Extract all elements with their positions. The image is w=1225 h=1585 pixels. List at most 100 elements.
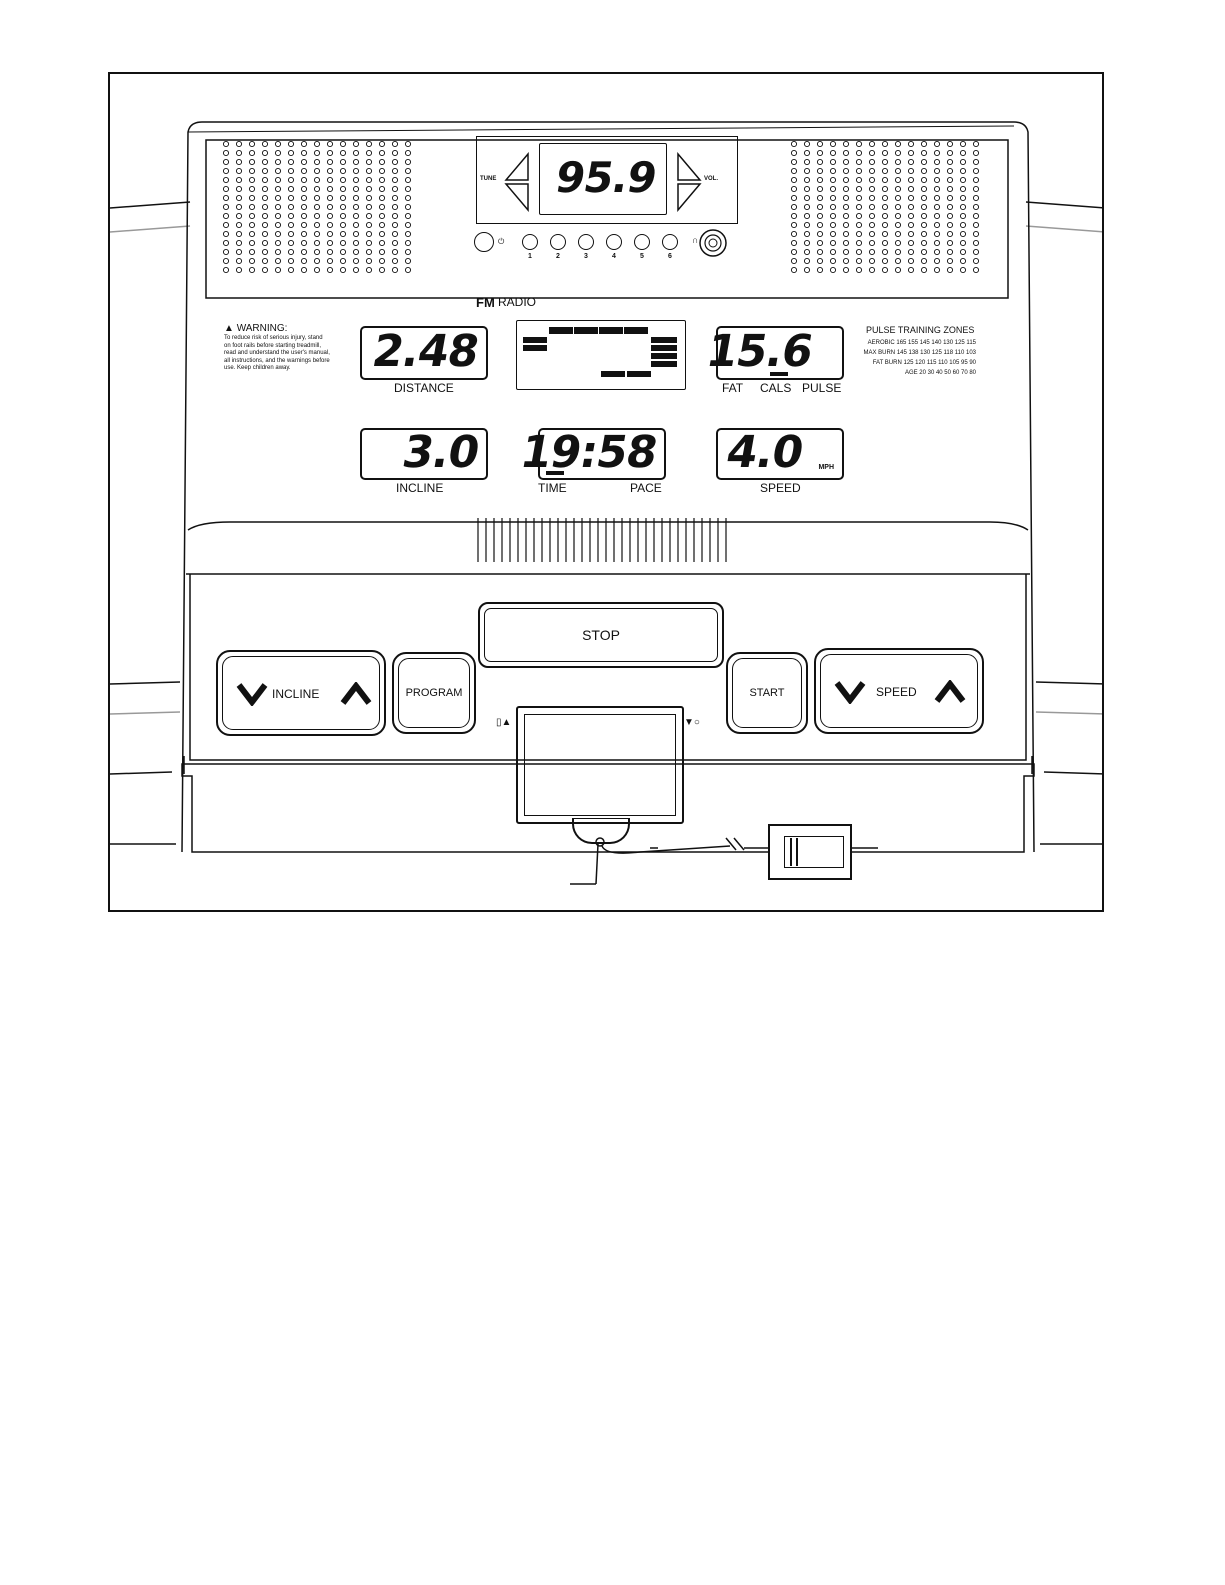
grille-hole bbox=[842, 239, 850, 247]
grille-hole bbox=[868, 158, 876, 166]
grille-hole bbox=[248, 230, 256, 238]
grille-hole bbox=[894, 230, 902, 238]
incline-up-icon[interactable] bbox=[340, 682, 372, 706]
start-button[interactable]: START bbox=[726, 652, 808, 734]
grille-hole bbox=[391, 239, 399, 247]
speed-up-icon[interactable] bbox=[934, 680, 966, 704]
speed-down-icon[interactable] bbox=[834, 680, 866, 704]
grille-hole bbox=[907, 194, 915, 202]
grille-hole bbox=[352, 239, 360, 247]
grille-hole bbox=[378, 212, 386, 220]
grille-hole bbox=[959, 221, 967, 229]
incline-value: 3.0 bbox=[398, 427, 483, 479]
grille-hole bbox=[803, 140, 811, 148]
grille-hole bbox=[920, 185, 928, 193]
grille-hole bbox=[933, 140, 941, 148]
grille-hole bbox=[816, 248, 824, 256]
headphone-jack-icon[interactable] bbox=[698, 228, 728, 258]
grille-hole bbox=[881, 140, 889, 148]
grille-hole bbox=[300, 248, 308, 256]
grille-hole bbox=[881, 266, 889, 274]
radio-preset-button[interactable] bbox=[606, 234, 622, 250]
grille-hole bbox=[352, 149, 360, 157]
grille-hole bbox=[287, 158, 295, 166]
grille-hole bbox=[313, 167, 321, 175]
time-indicator-bar bbox=[546, 471, 564, 475]
warning-block: ▲ WARNING: To reduce risk of serious inj… bbox=[224, 324, 362, 373]
grille-hole bbox=[959, 212, 967, 220]
grille-hole bbox=[339, 248, 347, 256]
grille-hole bbox=[946, 140, 954, 148]
grille-hole bbox=[972, 257, 980, 265]
grille-hole bbox=[235, 257, 243, 265]
radio-preset-button[interactable] bbox=[522, 234, 538, 250]
grille-hole bbox=[972, 230, 980, 238]
tune-arrows-icon[interactable] bbox=[504, 152, 530, 212]
grille-hole bbox=[378, 203, 386, 211]
radio-preset-button[interactable] bbox=[578, 234, 594, 250]
radio-preset-number: 1 bbox=[528, 253, 532, 260]
grille-hole bbox=[287, 185, 295, 193]
grille-hole bbox=[274, 203, 282, 211]
grille-hole bbox=[235, 185, 243, 193]
grille-hole bbox=[868, 221, 876, 229]
grille-hole bbox=[339, 230, 347, 238]
grille-hole bbox=[803, 149, 811, 157]
radio-preset-button[interactable] bbox=[662, 234, 678, 250]
speed-rocker-button[interactable]: SPEED bbox=[814, 648, 984, 734]
grille-hole bbox=[933, 221, 941, 229]
speed-button-label: SPEED bbox=[876, 685, 917, 699]
speed-unit: MPH bbox=[818, 464, 834, 471]
grille-hole bbox=[326, 176, 334, 184]
grille-hole bbox=[326, 266, 334, 274]
grille-hole bbox=[907, 257, 915, 265]
radio-brand-text: RADIO bbox=[498, 295, 537, 309]
grille-hole bbox=[959, 149, 967, 157]
warning-line: use. Keep children away. bbox=[224, 365, 291, 371]
grille-hole bbox=[274, 149, 282, 157]
grille-hole bbox=[326, 149, 334, 157]
program-button[interactable]: PROGRAM bbox=[392, 652, 476, 734]
radio-power-button[interactable] bbox=[474, 232, 494, 252]
grille-hole bbox=[946, 176, 954, 184]
grille-hole bbox=[274, 194, 282, 202]
radio-preset-button[interactable] bbox=[550, 234, 566, 250]
stop-button[interactable]: STOP bbox=[478, 602, 724, 668]
grille-hole bbox=[391, 158, 399, 166]
grille-hole bbox=[235, 140, 243, 148]
incline-rocker-button[interactable]: INCLINE bbox=[216, 650, 386, 736]
incline-down-icon[interactable] bbox=[236, 682, 268, 706]
grille-hole bbox=[261, 158, 269, 166]
grille-hole bbox=[352, 221, 360, 229]
grille-hole bbox=[404, 185, 412, 193]
grille-hole bbox=[920, 221, 928, 229]
radio-preset-button[interactable] bbox=[634, 234, 650, 250]
grille-hole bbox=[894, 212, 902, 220]
grille-hole bbox=[881, 149, 889, 157]
volume-arrows-icon[interactable] bbox=[676, 152, 702, 212]
key-insert-icon: ▯▲ bbox=[496, 717, 512, 728]
grille-hole bbox=[235, 149, 243, 157]
grille-hole bbox=[261, 167, 269, 175]
grille-hole bbox=[933, 230, 941, 238]
grille-hole bbox=[274, 221, 282, 229]
grille-hole bbox=[855, 203, 863, 211]
pulse-zone-name: FAT BURN bbox=[872, 360, 904, 366]
grille-hole bbox=[313, 158, 321, 166]
grille-hole bbox=[352, 257, 360, 265]
grille-hole bbox=[972, 140, 980, 148]
grille-hole bbox=[868, 212, 876, 220]
grille-hole bbox=[946, 185, 954, 193]
grille-hole bbox=[287, 257, 295, 265]
grille-hole bbox=[842, 185, 850, 193]
grille-hole bbox=[842, 140, 850, 148]
grille-hole bbox=[391, 167, 399, 175]
grille-hole bbox=[274, 239, 282, 247]
speed-display: 4.0 MPH bbox=[716, 427, 844, 480]
grille-hole bbox=[365, 248, 373, 256]
grille-hole bbox=[391, 248, 399, 256]
grille-hole bbox=[404, 203, 412, 211]
safety-clip[interactable] bbox=[768, 824, 852, 880]
grille-hole bbox=[391, 185, 399, 193]
grille-hole bbox=[816, 158, 824, 166]
